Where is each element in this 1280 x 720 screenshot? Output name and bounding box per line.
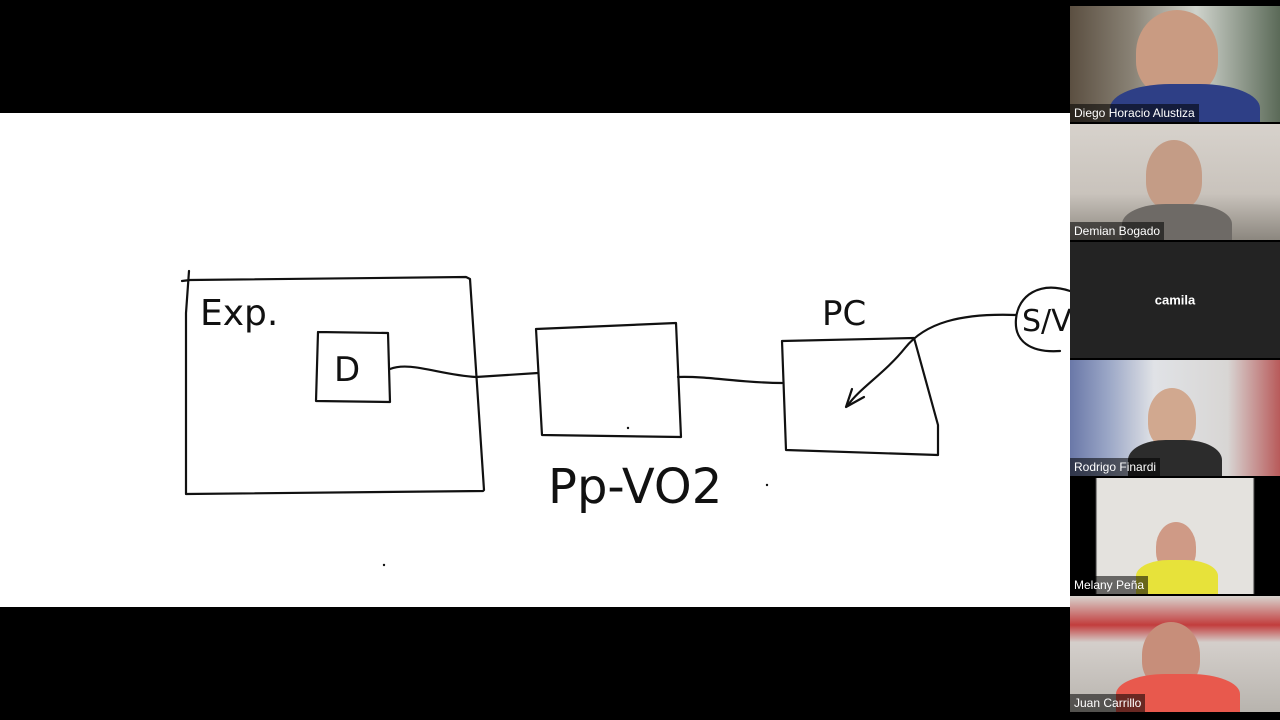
participant-video	[1070, 478, 1280, 594]
participant-name: Melany Peña	[1070, 576, 1149, 594]
participant-video	[1070, 124, 1280, 240]
sensor-box	[534, 321, 683, 439]
participant-name: Diego Horacio Alustiza	[1070, 104, 1199, 122]
participant-name: Juan Carrillo	[1070, 694, 1146, 712]
label-pc: PC	[822, 294, 866, 334]
participant-tile[interactable]: Rodrigo Finardi	[1070, 360, 1280, 476]
label-pp-vo2: Pp-VO2	[548, 459, 722, 515]
label-sv: S/V	[1022, 304, 1070, 339]
screen-share-area: Exp. D PC Pp-VO2 S/V	[0, 113, 1070, 607]
participant-tile[interactable]: camila	[1070, 242, 1280, 358]
connector-sensor-to-pc	[676, 375, 784, 385]
participant-tile[interactable]: Demian Bogado	[1070, 124, 1280, 240]
sv-arrow-head	[844, 387, 866, 409]
participant-video	[1070, 596, 1280, 712]
participant-tile[interactable]: Diego Horacio Alustiza	[1070, 6, 1280, 122]
participant-name: Demian Bogado	[1070, 222, 1165, 240]
participant-video	[1070, 360, 1280, 476]
d-box	[314, 330, 392, 404]
participant-name: Rodrigo Finardi	[1070, 458, 1161, 476]
label-d: D	[334, 350, 360, 390]
label-exp: Exp.	[200, 293, 278, 334]
sv-arrow	[846, 313, 1018, 407]
ink-dot	[765, 483, 769, 487]
participant-gallery: Diego Horacio Alustiza Demian Bogado cam…	[1070, 0, 1280, 720]
ink-dot	[626, 426, 630, 430]
ink-dot	[382, 563, 386, 567]
connector-d-to-sensor	[388, 365, 540, 379]
exp-box	[180, 269, 486, 496]
whiteboard-drawing: Exp. D PC Pp-VO2 S/V	[180, 269, 1070, 567]
participant-tile[interactable]: Melany Peña	[1070, 478, 1280, 594]
whiteboard-canvas[interactable]: Exp. D PC Pp-VO2 S/V	[0, 113, 1070, 607]
participant-name: camila	[1154, 292, 1196, 308]
pc-box	[780, 336, 940, 457]
participant-tile[interactable]: Juan Carrillo	[1070, 596, 1280, 712]
sv-circle	[1014, 286, 1070, 353]
